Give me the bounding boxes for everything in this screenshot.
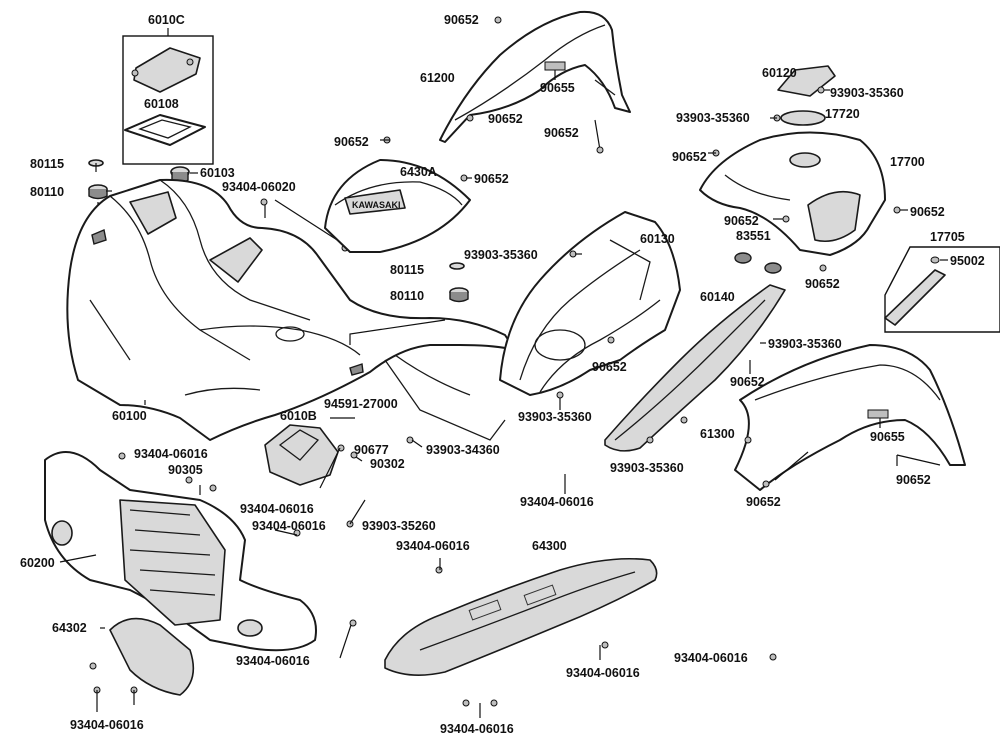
label-90652: 90652 xyxy=(474,172,509,186)
label-64300: 64300 xyxy=(532,539,567,553)
kit-box-17705 xyxy=(884,246,1000,333)
label-93404-06020: 93404-06020 xyxy=(222,180,296,194)
label-90652: 90652 xyxy=(544,126,579,140)
rear-fender-61300 xyxy=(734,344,966,491)
rear-fender-61200 xyxy=(439,10,631,143)
clip-90655-a xyxy=(544,61,566,80)
label-90655: 90655 xyxy=(540,81,575,95)
front-fender-60100 xyxy=(66,178,516,441)
guard-64302 xyxy=(109,617,195,696)
label-93404-06016: 93404-06016 xyxy=(240,502,314,516)
label-90652: 90652 xyxy=(488,112,523,126)
label-90652: 90652 xyxy=(592,360,627,374)
label-90652: 90652 xyxy=(724,214,759,228)
label-60130: 60130 xyxy=(640,232,675,246)
label-90305: 90305 xyxy=(168,463,203,477)
label-17720: 17720 xyxy=(825,107,860,121)
label-90302: 90302 xyxy=(370,457,405,471)
part-83551 xyxy=(734,252,782,274)
decal-text: KAWASAKI xyxy=(352,200,401,210)
part-80115-b xyxy=(449,262,465,270)
front-bumper-60200 xyxy=(44,451,317,652)
label-6430a: 6430A xyxy=(400,165,437,179)
label-93903-35360: 93903-35360 xyxy=(768,337,842,351)
side-panel-60130 xyxy=(499,211,681,396)
label-80110: 80110 xyxy=(30,185,64,199)
windscreen-6430a: KAWASAKI xyxy=(324,159,471,253)
gasket-17720 xyxy=(780,110,826,126)
label-93404-06016: 93404-06016 xyxy=(566,666,640,680)
label-6010c: 6010C xyxy=(148,13,185,27)
label-90652: 90652 xyxy=(334,135,369,149)
label-83551: 83551 xyxy=(736,229,771,243)
part-labels: 6010C 60108 60103 80115 80110 93404-0602… xyxy=(20,13,985,736)
label-93404-06016: 93404-06016 xyxy=(674,651,748,665)
label-93903-35360: 93903-35360 xyxy=(676,111,750,125)
label-94591-27000: 94591-27000 xyxy=(324,397,398,411)
label-90652: 90652 xyxy=(896,473,931,487)
part-80115-a xyxy=(88,159,104,172)
kit-box-6010c xyxy=(122,35,214,165)
label-93903-35260: 93903-35260 xyxy=(362,519,436,533)
label-17700: 17700 xyxy=(890,155,925,169)
label-60108: 60108 xyxy=(144,97,179,111)
label-93404-06016: 93404-06016 xyxy=(520,495,594,509)
label-95002: 95002 xyxy=(950,254,985,268)
label-90652: 90652 xyxy=(746,495,781,509)
label-93903-35360: 93903-35360 xyxy=(464,248,538,262)
label-60200: 60200 xyxy=(20,556,55,570)
tank-cover-17700 xyxy=(699,131,886,256)
label-93903-34360: 93903-34360 xyxy=(426,443,500,457)
label-61200: 61200 xyxy=(420,71,455,85)
label-90652: 90652 xyxy=(444,13,479,27)
housing-6010b xyxy=(264,424,339,486)
label-93404-06016: 93404-06016 xyxy=(134,447,208,461)
label-93903-35360: 93903-35360 xyxy=(830,86,904,100)
label-93404-06016: 93404-06016 xyxy=(70,718,144,732)
label-90652: 90652 xyxy=(672,150,707,164)
label-60103: 60103 xyxy=(200,166,235,180)
label-93404-06016: 93404-06016 xyxy=(440,722,514,736)
label-93404-06016: 93404-06016 xyxy=(236,654,310,668)
label-80115: 80115 xyxy=(390,263,424,277)
label-90652: 90652 xyxy=(910,205,945,219)
label-60140: 60140 xyxy=(700,290,735,304)
label-93903-35360: 93903-35360 xyxy=(610,461,684,475)
label-93404-06016: 93404-06016 xyxy=(396,539,470,553)
skid-plate-64300 xyxy=(384,558,658,676)
label-60120: 60120 xyxy=(762,66,797,80)
label-93903-35360: 93903-35360 xyxy=(518,410,592,424)
side-rail-60140 xyxy=(604,284,786,452)
label-64302: 64302 xyxy=(52,621,87,635)
cap-60120 xyxy=(777,65,836,97)
label-61300: 61300 xyxy=(700,427,735,441)
label-90677: 90677 xyxy=(354,443,389,457)
label-17705: 17705 xyxy=(930,230,965,244)
label-80110: 80110 xyxy=(390,289,424,303)
label-6010b: 6010B xyxy=(280,409,317,423)
label-80115: 80115 xyxy=(30,157,64,171)
label-90652: 90652 xyxy=(730,375,765,389)
label-60100: 60100 xyxy=(112,409,147,423)
label-93404-06016: 93404-06016 xyxy=(252,519,326,533)
clip-90655-b xyxy=(867,409,889,419)
label-90655: 90655 xyxy=(870,430,905,444)
label-90652: 90652 xyxy=(805,277,840,291)
part-80110-b xyxy=(449,287,469,303)
